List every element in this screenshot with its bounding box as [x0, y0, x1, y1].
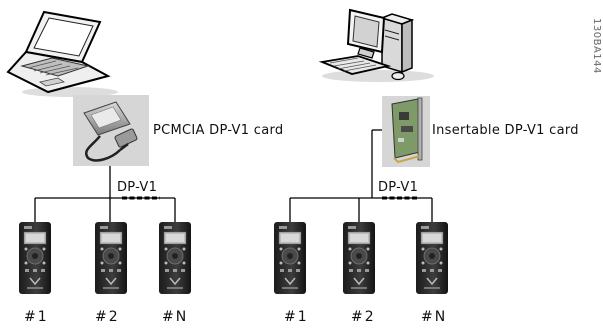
- pcmcia-card-icon: [73, 95, 149, 166]
- left-drive-label-n: #N: [162, 309, 189, 325]
- desktop-pc-icon: [318, 8, 434, 82]
- right-bus-label: DP-V1: [378, 180, 419, 195]
- drive-n-right: [415, 221, 449, 295]
- insertable-card-label: Insertable DP-V1 card: [432, 123, 579, 138]
- drive-1-left: [18, 221, 52, 295]
- right-bus: [289, 129, 433, 222]
- figure-code: 130BA144: [591, 18, 602, 74]
- drive-1-right: [273, 221, 307, 295]
- laptop-icon: [6, 10, 118, 97]
- right-drive-label-n: #N: [421, 309, 448, 325]
- left-bus-label: DP-V1: [117, 180, 158, 195]
- left-bus: [34, 166, 176, 222]
- left-drive-label-2: #2: [95, 309, 120, 325]
- right-drive-label-1: #1: [284, 309, 309, 325]
- drive-n-left: [158, 221, 192, 295]
- pcmcia-card-label: PCMCIA DP-V1 card: [153, 123, 284, 138]
- right-drive-label-2: #2: [351, 309, 376, 325]
- insertable-card-icon: [382, 96, 430, 167]
- drive-2-left: [94, 221, 128, 295]
- left-drive-label-1: #1: [24, 309, 49, 325]
- drive-2-right: [342, 221, 376, 295]
